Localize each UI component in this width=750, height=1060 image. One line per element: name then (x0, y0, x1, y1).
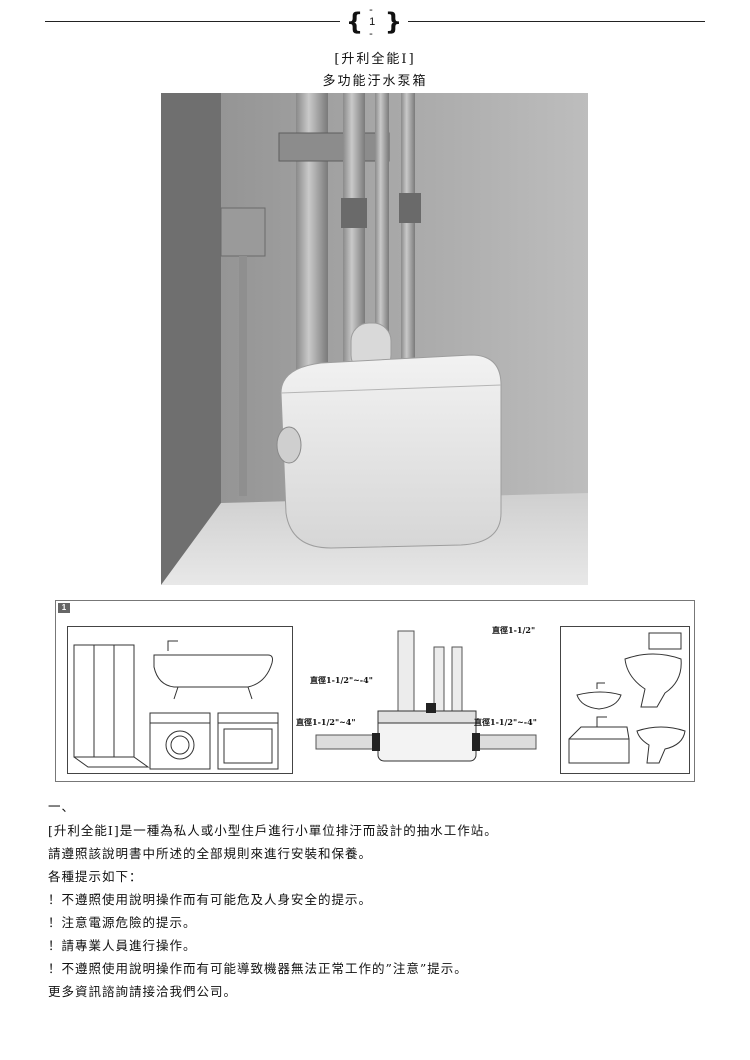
product-name: [升利全能Ⅰ] (334, 52, 416, 67)
appliances-panel (67, 626, 293, 774)
fixtures-illustration (568, 632, 686, 764)
appliances-illustration (73, 640, 279, 770)
label-top-diameter: 直徑1-1/2" (492, 625, 536, 635)
left-brace-icon: { (346, 8, 364, 36)
figure-1: 1 (55, 600, 695, 782)
text-line-4: ！不遵照使用說明操作而有可能危及人身安全的提示。 (48, 892, 373, 907)
text-line-8: 更多資訊諮詢請接洽我們公司。 (48, 984, 238, 999)
pump-connection-diagram: 直徑1-1/2" 直徑1-1/2"~-4" 直徑1-1/2"~4" 直徑1-1/… (296, 615, 556, 775)
header-rule-left (45, 21, 340, 22)
page-number: { - 1 - } (340, 4, 408, 40)
text-line-3: 各種提示如下： (48, 869, 143, 884)
product-photo (161, 93, 588, 585)
text-line-7: ！不遵照使用說明操作而有可能導致機器無法正常工作的”注意”提示。 (48, 961, 468, 976)
label-upper-left-diameter: 直徑1-1/2"~-4" (310, 675, 373, 685)
fixtures-panel (560, 626, 690, 774)
figure-number-badge: 1 (58, 603, 70, 613)
label-lower-left-diameter: 直徑1-1/2"~4" (296, 717, 356, 727)
section-heading: 一、 (48, 799, 76, 814)
text-line-5: ！注意電源危險的提示。 (48, 915, 197, 930)
pump-diagram-illustration (315, 630, 537, 762)
product-subtitle: 多功能汙水泵箱 (322, 74, 428, 89)
label-lower-right-diameter: 直徑1-1/2"~-4" (474, 717, 537, 727)
pump-installation-illustration (161, 93, 588, 585)
header-rule-right (408, 21, 705, 22)
page-number-text: - 1 - (369, 4, 376, 40)
right-brace-icon: } (384, 8, 402, 36)
text-line-2: 請遵照該說明書中所述的全部規則來進行安裝和保養。 (48, 846, 373, 861)
text-line-6: ！請專業人員進行操作。 (48, 938, 197, 953)
text-line-1: [升利全能Ⅰ]是一種為私人或小型住戶進行小單位排汙而設計的抽水工作站。 (48, 823, 498, 838)
